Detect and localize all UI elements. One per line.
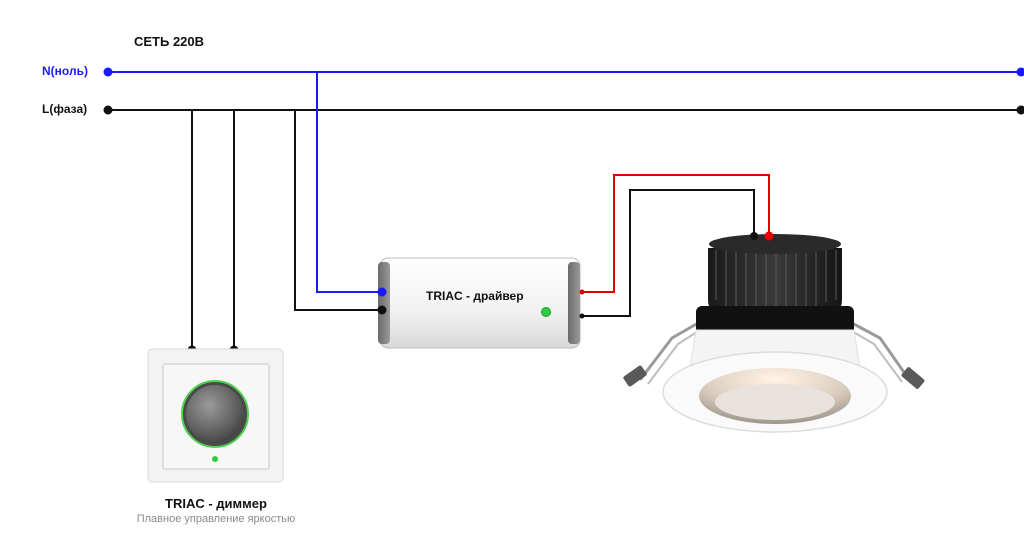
driver-neutral-wire (316, 72, 382, 293)
driver-status-led (541, 307, 551, 317)
lamp-lens (715, 384, 835, 420)
lamp-collar (696, 306, 854, 334)
phase-label: L(фаза) (42, 102, 88, 116)
dimmer-indicator-led (212, 456, 218, 462)
dimmer-subtitle: Плавное управление яркостью (136, 513, 296, 525)
driver-phase-wire (294, 110, 382, 311)
driver-cap-right (568, 262, 580, 344)
lamp-negative-terminal (750, 232, 758, 240)
led-downlight (623, 231, 925, 433)
driver-negative-terminal (579, 313, 585, 319)
spring-clip-right (849, 320, 925, 389)
driver-neutral-terminal (377, 287, 387, 297)
driver-phase-terminal (377, 305, 387, 315)
spring-clip-left (623, 320, 701, 387)
heatsink-top (709, 234, 841, 254)
driver-cap-left (378, 262, 390, 344)
led-positive-wire (582, 174, 770, 293)
driver-positive-terminal (579, 289, 585, 295)
phase-start-node (103, 105, 113, 115)
lamp-positive-terminal (764, 231, 774, 241)
phase-end-node (1016, 105, 1024, 115)
heatsink-body (708, 248, 842, 314)
driver-label: TRIAC - драйвер (426, 289, 524, 303)
triac-dimmer[interactable] (147, 348, 284, 483)
dimmer-title: TRIAC - диммер (165, 496, 267, 511)
neutral-start-node (103, 67, 113, 77)
dimmer-knob[interactable] (186, 385, 244, 443)
triac-driver (378, 257, 581, 349)
network-title: СЕТЬ 220В (134, 34, 205, 49)
led-negative-wire (582, 189, 755, 317)
neutral-end-node (1016, 67, 1024, 77)
driver-body (379, 257, 581, 349)
neutral-label: N(ноль) (42, 64, 88, 78)
